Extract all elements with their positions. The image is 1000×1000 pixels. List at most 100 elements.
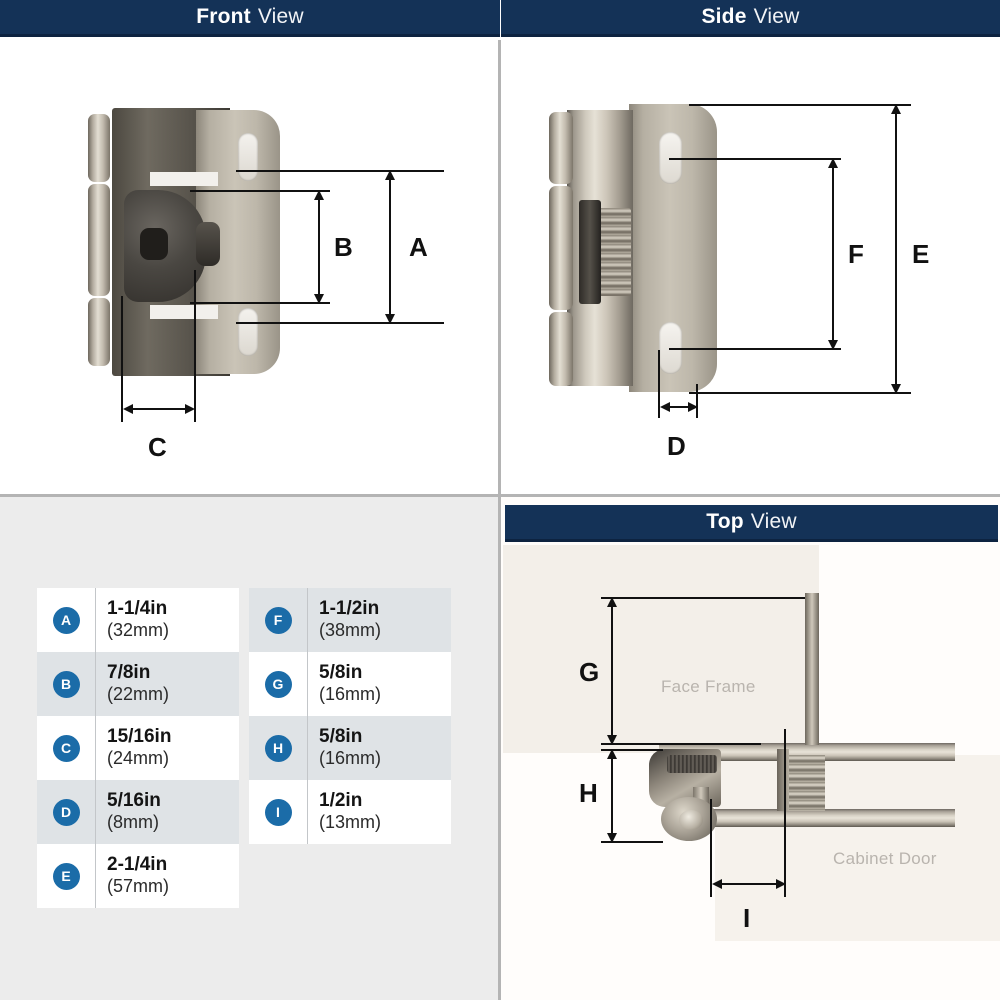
table-row: E 2-1/4in (57mm) — [37, 844, 239, 908]
badge-cell: B — [37, 652, 96, 716]
dimension-table-left-column: A 1-1/4in (32mm) B 7/8in (22mm) — [37, 588, 239, 908]
front-view-title-bold: Front — [196, 5, 251, 28]
badge-e: E — [52, 862, 80, 890]
dim-c-arrow-left — [123, 404, 133, 414]
value-cell: 1-1/2in (38mm) — [308, 588, 451, 652]
badge-cell: A — [37, 588, 96, 652]
dim-label-h: H — [579, 778, 598, 808]
dim-g-ext-top — [601, 597, 805, 599]
cabinet-door-label: Cabinet Door — [833, 849, 937, 868]
table-row: G 5/8in (16mm) — [249, 652, 451, 716]
value-inches: 2-1/4in — [107, 854, 168, 876]
dim-c-line — [127, 408, 189, 410]
dim-b-ext-bottom — [190, 302, 330, 304]
dimension-table-right-column: F 1-1/2in (38mm) G 5/8in (16mm) — [249, 588, 451, 908]
dim-d-ext-right — [696, 384, 698, 418]
side-view-header: Side View — [501, 0, 1000, 37]
dim-h-arrow-up — [607, 749, 617, 759]
value-inches: 1/2in — [319, 790, 363, 812]
dim-a-ext-bottom — [236, 322, 444, 324]
table-row-spacer — [249, 844, 451, 908]
value-mm: (16mm) — [319, 747, 381, 768]
dim-i-ext-right — [784, 729, 786, 897]
dim-c-ext-left — [121, 296, 123, 422]
table-row: B 7/8in (22mm) — [37, 652, 239, 716]
value-mm: (57mm) — [107, 875, 169, 896]
dim-e-ext-bottom — [689, 392, 911, 394]
value-cell: 15/16in (24mm) — [96, 716, 239, 780]
dim-f-ext-top — [669, 158, 841, 160]
dimension-table: A 1-1/4in (32mm) B 7/8in (22mm) — [37, 588, 451, 908]
badge-c: C — [52, 734, 80, 762]
dim-b-arrow-up — [314, 190, 324, 200]
badge-g: G — [264, 670, 292, 698]
dim-e-ext-top — [689, 104, 911, 106]
dim-i-arrow-left — [712, 879, 722, 889]
front-view-header: Front View — [0, 0, 500, 37]
dim-b-line — [318, 196, 320, 298]
value-mm: (32mm) — [107, 619, 169, 640]
dim-g-ext-bottom — [601, 743, 761, 745]
dim-label-c: C — [148, 432, 167, 462]
table-row: I 1/2in (13mm) — [249, 780, 451, 844]
value-mm: (38mm) — [319, 619, 381, 640]
dim-label-f: F — [848, 239, 864, 269]
badge-cell: I — [249, 780, 308, 844]
value-mm: (22mm) — [107, 683, 169, 704]
badge-d: D — [52, 798, 80, 826]
dim-f-arrow-up — [828, 158, 838, 168]
dim-b-arrow-down — [314, 294, 324, 304]
panel-dimension-table: A 1-1/4in (32mm) B 7/8in (22mm) — [0, 497, 500, 1000]
badge-cell: E — [37, 844, 96, 908]
badge-i: I — [264, 798, 292, 826]
dim-f-arrow-down — [828, 340, 838, 350]
value-inches: 1-1/2in — [319, 598, 380, 620]
dim-h-ext-top — [601, 749, 663, 751]
dim-label-b: B — [334, 232, 353, 262]
dim-d-arrow-right — [688, 402, 698, 412]
value-cell: 7/8in (22mm) — [96, 652, 239, 716]
badge-b: B — [52, 670, 80, 698]
dim-c-ext-right — [194, 270, 196, 422]
badge-cell: D — [37, 780, 96, 844]
dim-label-e: E — [912, 239, 930, 269]
value-cell: 5/16in (8mm) — [96, 780, 239, 844]
dim-i-ext-left — [710, 799, 712, 897]
value-mm: (13mm) — [319, 811, 381, 832]
dim-b-ext-top — [190, 190, 330, 192]
dim-g-arrow-down — [607, 735, 617, 745]
dim-label-d: D — [667, 431, 686, 461]
top-view-title-rest: View — [750, 510, 797, 533]
dim-e-arrow-down — [891, 384, 901, 394]
value-cell: 5/8in (16mm) — [308, 716, 451, 780]
panel-front-view: Front View A — [0, 0, 500, 496]
side-view-title-rest: View — [753, 5, 800, 28]
table-row: D 5/16in (8mm) — [37, 780, 239, 844]
value-cell: 2-1/4in (57mm) — [96, 844, 239, 908]
value-cell: 1/2in (13mm) — [308, 780, 451, 844]
front-view-title-rest: View — [257, 5, 304, 28]
value-mm: (16mm) — [319, 683, 381, 704]
dim-label-g: G — [579, 657, 600, 687]
dim-a-line — [389, 176, 391, 318]
dim-h-arrow-down — [607, 833, 617, 843]
dim-g-arrow-up — [607, 597, 617, 607]
panel-side-view: Side View E — [501, 0, 1000, 496]
badge-h: H — [264, 734, 292, 762]
dim-c-arrow-right — [185, 404, 195, 414]
value-inches: 5/8in — [319, 662, 363, 684]
dim-h-ext-bottom — [601, 841, 663, 843]
dim-d-arrow-left — [660, 402, 670, 412]
face-frame-block — [503, 545, 819, 753]
dim-g-line — [611, 603, 613, 739]
dim-i-arrow-right — [776, 879, 786, 889]
dim-f-ext-bottom — [669, 348, 841, 350]
value-inches: 5/16in — [107, 790, 161, 812]
side-view-title-bold: Side — [701, 5, 747, 28]
cabinet-door-block — [715, 755, 1000, 941]
dim-label-i: I — [743, 903, 751, 933]
badge-cell: C — [37, 716, 96, 780]
horizontal-divider — [0, 494, 1000, 497]
dim-e-arrow-up — [891, 104, 901, 114]
vertical-divider — [498, 40, 501, 1000]
